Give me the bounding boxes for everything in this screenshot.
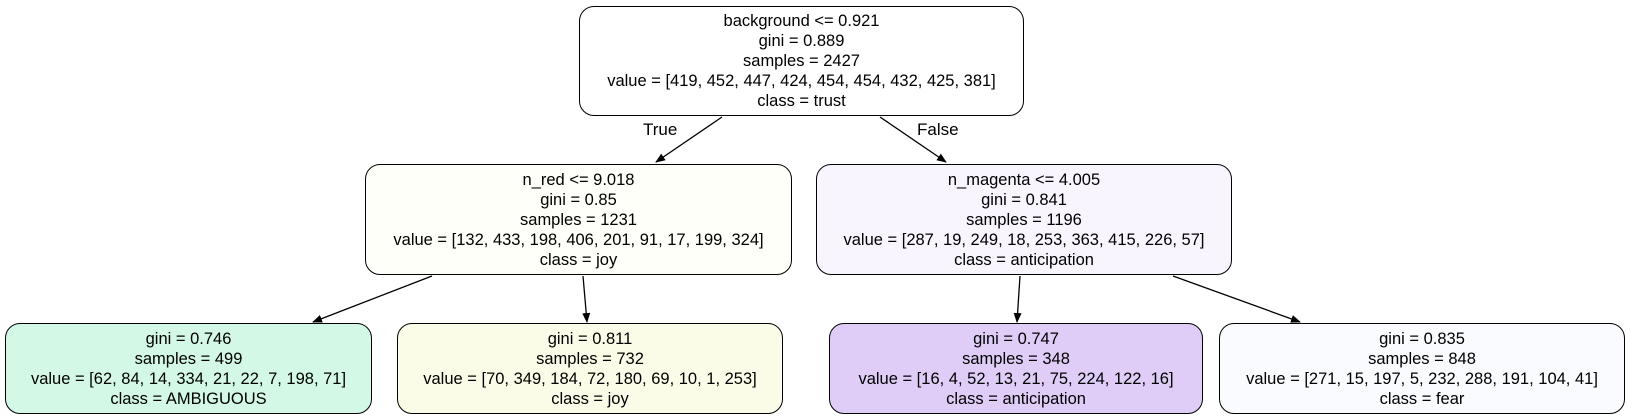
edge-label-false: False xyxy=(917,120,959,139)
tree-leaf-lr: gini = 0.811 samples = 732 value = [70, … xyxy=(397,323,783,414)
node-gini: gini = 0.811 xyxy=(547,329,633,348)
node-value: value = [16, 4, 52, 13, 21, 75, 224, 122… xyxy=(858,369,1174,388)
node-value: value = [70, 349, 184, 72, 180, 69, 10, … xyxy=(423,369,757,388)
node-class: class = anticipation xyxy=(954,250,1094,269)
tree-leaf-ll: gini = 0.746 samples = 499 value = [62, … xyxy=(5,323,372,414)
node-value: value = [287, 19, 249, 18, 253, 363, 415… xyxy=(843,230,1205,249)
edge-root-left xyxy=(655,116,723,163)
tree-leaf-rl: gini = 0.747 samples = 348 value = [16, … xyxy=(829,323,1203,414)
node-samples: samples = 848 xyxy=(1368,349,1476,368)
node-gini: gini = 0.889 xyxy=(758,32,845,50)
tree-node-left: n_red <= 9.018 gini = 0.85 samples = 123… xyxy=(365,164,792,275)
edge-label-true: True xyxy=(643,120,678,139)
node-value: value = [271, 15, 197, 5, 232, 288, 191,… xyxy=(1246,369,1598,388)
node-gini: gini = 0.747 xyxy=(973,329,1059,348)
node-class: class = anticipation xyxy=(946,389,1086,408)
node-class: class = AMBIGUOUS xyxy=(110,389,267,408)
node-value: value = [132, 433, 198, 406, 201, 91, 17… xyxy=(393,230,764,249)
node-value: value = [62, 84, 14, 334, 21, 22, 7, 198… xyxy=(30,369,347,388)
node-split-rule: background <= 0.921 xyxy=(723,12,880,30)
node-samples: samples = 1231 xyxy=(520,210,637,229)
node-class: class = joy xyxy=(539,250,618,269)
node-gini: gini = 0.841 xyxy=(981,190,1067,209)
node-samples: samples = 732 xyxy=(536,349,644,368)
tree-node-right: n_magenta <= 4.005 gini = 0.841 samples … xyxy=(816,164,1232,275)
node-gini: gini = 0.746 xyxy=(145,329,232,348)
tree-node-root: background <= 0.921 gini = 0.889 samples… xyxy=(579,6,1024,116)
node-samples: samples = 1196 xyxy=(966,210,1082,229)
node-split-rule: n_magenta <= 4.005 xyxy=(947,170,1101,189)
node-samples: samples = 348 xyxy=(962,349,1070,368)
edge-right-rl xyxy=(1013,275,1022,323)
edge-root-right xyxy=(879,116,947,163)
node-samples: samples = 2427 xyxy=(743,52,860,70)
node-gini: gini = 0.835 xyxy=(1379,329,1465,348)
node-split-rule: n_red <= 9.018 xyxy=(522,170,635,189)
edge-right-rr xyxy=(1172,275,1301,323)
node-samples: samples = 499 xyxy=(134,349,243,368)
node-value: value = [419, 452, 447, 424, 454, 454, 4… xyxy=(607,72,996,90)
node-class: class = trust xyxy=(757,92,846,110)
tree-leaf-rr: gini = 0.835 samples = 848 value = [271,… xyxy=(1219,323,1625,414)
edge-left-lr xyxy=(582,275,591,323)
edge-left-ll xyxy=(312,275,433,323)
node-class: class = fear xyxy=(1379,389,1465,408)
node-class: class = joy xyxy=(551,389,629,408)
node-gini: gini = 0.85 xyxy=(540,190,617,209)
